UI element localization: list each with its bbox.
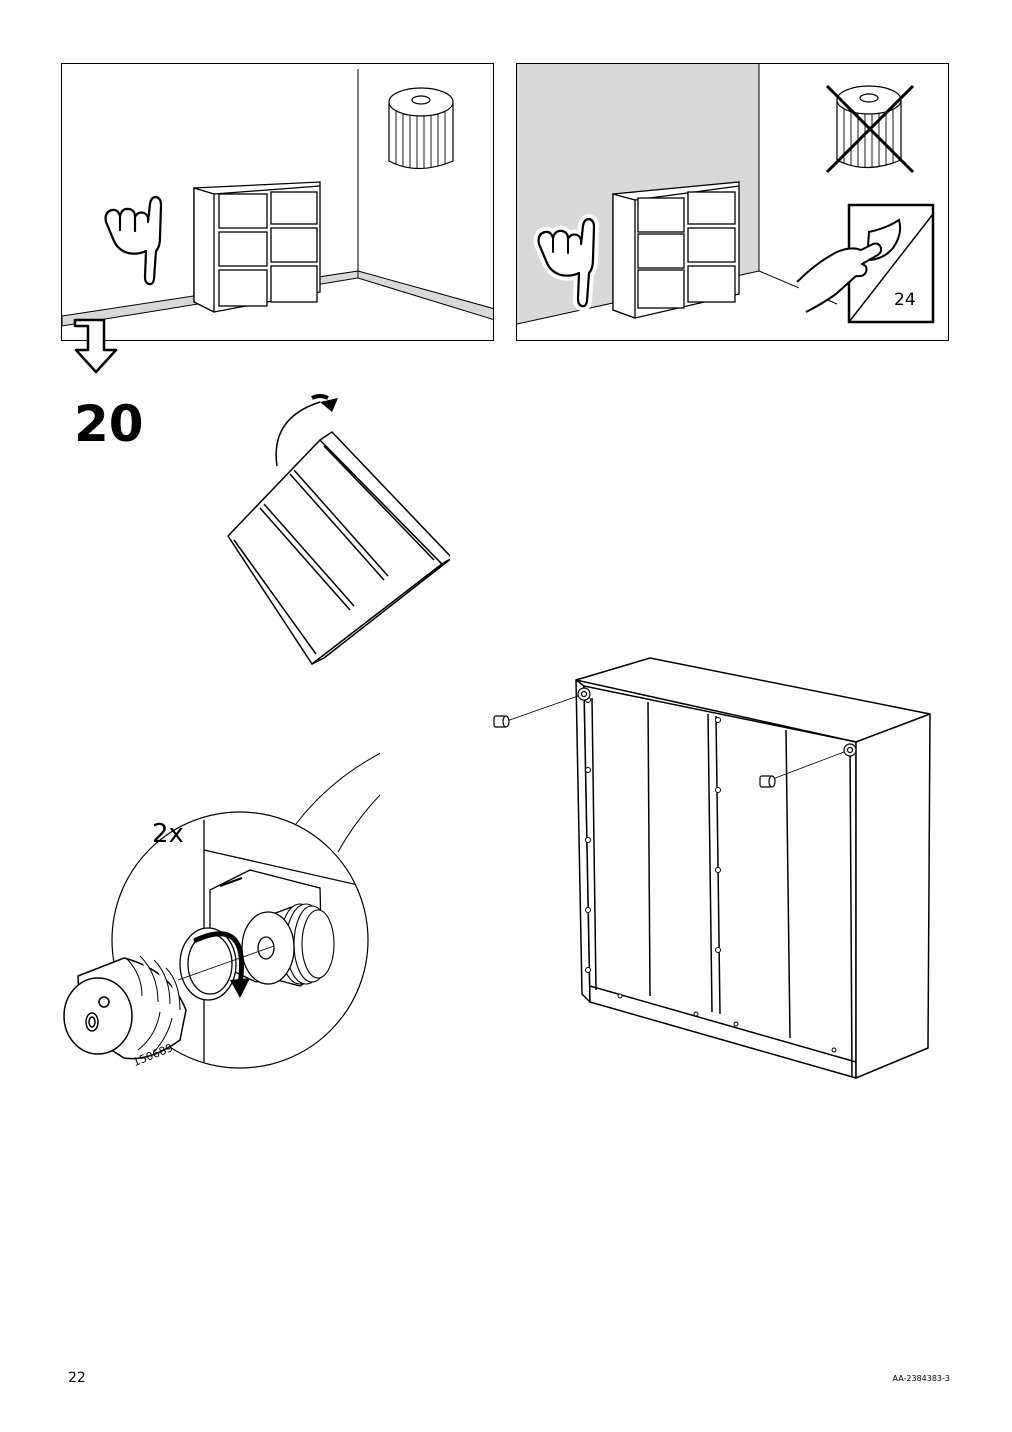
rotate-arrow-icon [275, 394, 338, 467]
cabinet-back-illustration [493, 657, 931, 1079]
pointing-hand-icon [104, 195, 163, 286]
adjustable-foot-icon [493, 715, 776, 788]
info-panel-grey-wall: 24 [516, 63, 949, 341]
step-number: 20 [74, 395, 144, 453]
info-panel-white-wall [61, 63, 494, 341]
page-reference: 24 [894, 290, 916, 310]
white-wall-scene [62, 69, 493, 327]
cross-out-icon [825, 84, 915, 174]
grey-wall-scene [517, 64, 935, 325]
adjustable-foot-part [63, 955, 187, 1060]
rotate-cabinet-illustration [227, 394, 450, 665]
page-turn-icon [796, 203, 935, 324]
quantity-label: 2x [152, 819, 184, 849]
down-arrow-icon [73, 318, 118, 374]
detail-callout-illustration [63, 752, 380, 1069]
pointing-hand-icon [533, 214, 599, 312]
shelf-unit-illustration [193, 181, 321, 314]
document-code: AA-2384383-3 [892, 1374, 950, 1383]
adjustable-foot-icon [388, 87, 454, 170]
shelf-unit-illustration [612, 181, 740, 319]
page-number: 22 [68, 1370, 86, 1386]
